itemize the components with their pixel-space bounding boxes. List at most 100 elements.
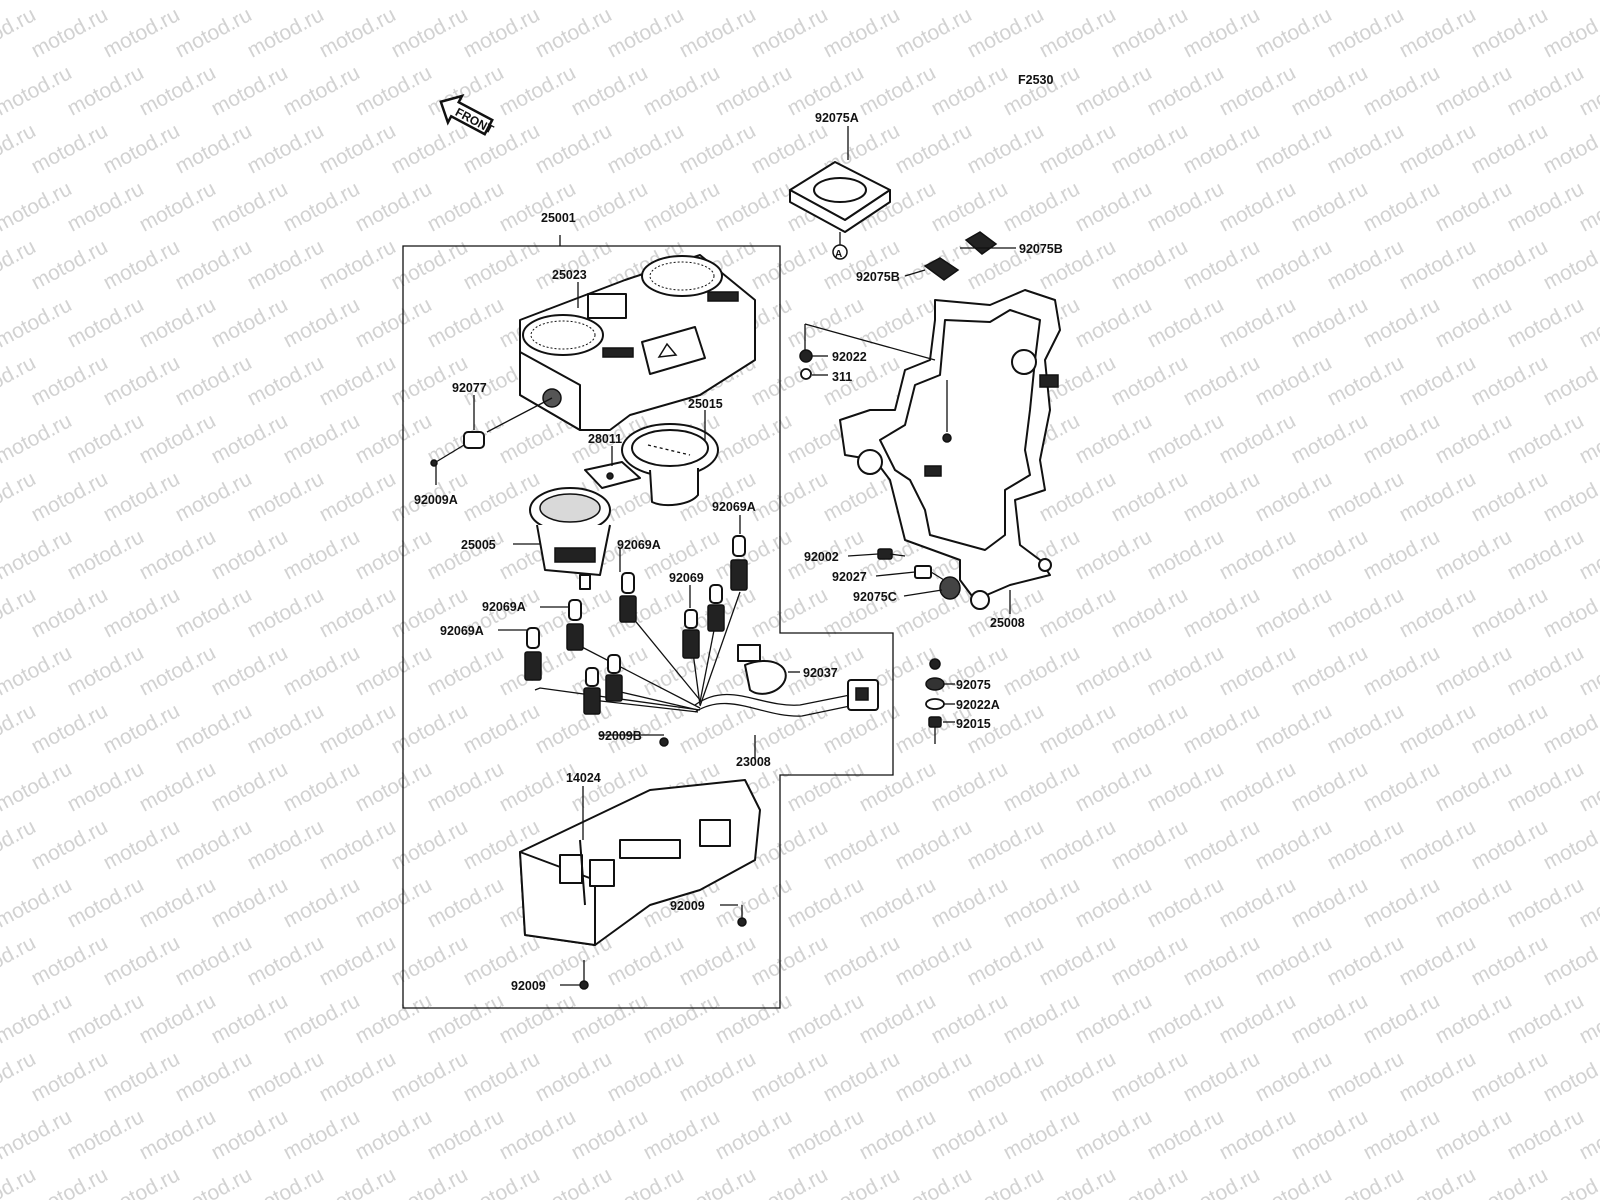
watermark-text: motod.ru	[892, 815, 976, 874]
watermark-text: motod.ru	[1396, 815, 1480, 874]
watermark-text: motod.ru	[1396, 467, 1480, 526]
watermark-text: motod.ru	[928, 1105, 1012, 1164]
watermark-text: motod.ru	[136, 873, 220, 932]
watermark-text: motod.ru	[1036, 699, 1120, 758]
watermark-text: motod.ru	[1360, 293, 1444, 352]
watermark-text: motod.ru	[1000, 989, 1084, 1048]
watermark-text: motod.ru	[352, 409, 436, 468]
watermark-text: motod.ru	[1324, 931, 1408, 990]
watermark-text: motod.ru	[28, 351, 112, 410]
watermark-text: motod.ru	[424, 0, 508, 4]
watermark-text: motod.ru	[424, 989, 508, 1048]
watermark-text: motod.ru	[820, 815, 904, 874]
watermark-text: motod.ru	[496, 757, 580, 816]
watermark-text: motod.ru	[136, 61, 220, 120]
watermark-text: motod.ru	[460, 3, 544, 62]
watermark-text: motod.ru	[1432, 757, 1516, 816]
watermark-text: motod.ru	[28, 1047, 112, 1106]
watermark-text: motod.ru	[964, 931, 1048, 990]
watermark-text: motod.ru	[1072, 293, 1156, 352]
watermark-text: motod.ru	[1180, 1163, 1264, 1200]
watermark-text: motod.ru	[280, 525, 364, 584]
watermark-text: motod.ru	[388, 3, 472, 62]
watermark-text: motod.ru	[352, 989, 436, 1048]
watermark-text: motod.ru	[28, 815, 112, 874]
watermark-text: motod.ru	[676, 1047, 760, 1106]
label-92069a-2: 92069A	[617, 538, 661, 552]
watermark-text: motod.ru	[1504, 873, 1588, 932]
watermark-text: motod.ru	[1072, 409, 1156, 468]
watermark-text: motod.ru	[892, 1163, 976, 1200]
watermark-text: motod.ru	[64, 293, 148, 352]
label-92022a: 92022A	[956, 698, 1000, 712]
watermark-text: motod.ru	[964, 3, 1048, 62]
watermark-text: motod.ru	[280, 1105, 364, 1164]
watermark-text: motod.ru	[388, 815, 472, 874]
watermark-text: motod.ru	[100, 3, 184, 62]
watermark-text: motod.ru	[1504, 525, 1588, 584]
watermark-text: motod.ru	[748, 3, 832, 62]
watermark-text: motod.ru	[1144, 641, 1228, 700]
watermark-text: motod.ru	[1180, 583, 1264, 642]
watermark-text: motod.ru	[1324, 467, 1408, 526]
watermark-text: motod.ru	[712, 61, 796, 120]
watermark-text: motod.ru	[784, 1105, 868, 1164]
watermark-text: motod.ru	[1216, 1105, 1300, 1164]
watermark-text: motod.ru	[1540, 583, 1600, 642]
watermark-text: motod.ru	[424, 641, 508, 700]
watermark-text: motod.ru	[28, 583, 112, 642]
watermark-text: motod.ru	[1144, 177, 1228, 236]
watermark-text: motod.ru	[1000, 873, 1084, 932]
watermark-text: motod.ru	[388, 119, 472, 178]
watermark-text: motod.ru	[532, 119, 616, 178]
watermark-text: motod.ru	[316, 467, 400, 526]
watermark-text: motod.ru	[1000, 177, 1084, 236]
watermark-text: motod.ru	[1108, 699, 1192, 758]
watermark-text: motod.ru	[1288, 641, 1372, 700]
watermark-text: motod.ru	[64, 0, 148, 4]
watermark-text: motod.ru	[1216, 757, 1300, 816]
watermark-text: motod.ru	[136, 525, 220, 584]
watermark-text: motod.ru	[1324, 1047, 1408, 1106]
watermark-text: motod.ru	[1360, 989, 1444, 1048]
watermark-text: motod.ru	[64, 1105, 148, 1164]
watermark-text: motod.ru	[568, 1105, 652, 1164]
watermark-text: motod.ru	[316, 351, 400, 410]
watermark-text: motod.ru	[496, 61, 580, 120]
watermark-text: motod.ru	[1000, 1105, 1084, 1164]
watermark-text: motod.ru	[1360, 1105, 1444, 1164]
watermark-text: motod.ru	[1144, 61, 1228, 120]
watermark-text: motod.ru	[208, 0, 292, 4]
watermark-text: motod.ru	[1144, 757, 1228, 816]
watermark-text: motod.ru	[1468, 699, 1552, 758]
watermark-text: motod.ru	[928, 61, 1012, 120]
watermark-text: motod.ru	[1432, 409, 1516, 468]
watermark-text: motod.ru	[1252, 1163, 1336, 1200]
watermark-text: motod.ru	[0, 293, 76, 352]
label-92009a: 92009A	[414, 493, 458, 507]
watermark-text: motod.ru	[1180, 815, 1264, 874]
watermark-text: motod.ru	[352, 61, 436, 120]
watermark-text: motod.ru	[928, 757, 1012, 816]
watermark-text: motod.ru	[1108, 1163, 1192, 1200]
watermark-text: motod.ru	[1144, 293, 1228, 352]
watermark-text: motod.ru	[1108, 351, 1192, 410]
watermark-text: motod.ru	[172, 351, 256, 410]
damper-a: A	[789, 161, 891, 260]
watermark-text: motod.ru	[244, 235, 328, 294]
watermark-text: motod.ru	[1324, 235, 1408, 294]
watermark-text: motod.ru	[460, 467, 544, 526]
watermark-text: motod.ru	[0, 757, 76, 816]
watermark-text: motod.ru	[280, 409, 364, 468]
watermark-text: motod.ru	[1144, 0, 1228, 4]
watermark-text: motod.ru	[424, 177, 508, 236]
watermark-text: motod.ru	[856, 293, 940, 352]
label-92002: 92002	[804, 550, 839, 564]
watermark-text: motod.ru	[1180, 467, 1264, 526]
watermark-text: motod.ru	[1072, 989, 1156, 1048]
watermark-text: motod.ru	[424, 757, 508, 816]
assembly-outline	[402, 245, 894, 1009]
watermark-text: motod.ru	[136, 0, 220, 4]
label-14024: 14024	[566, 771, 601, 785]
watermark-text: motod.ru	[64, 641, 148, 700]
